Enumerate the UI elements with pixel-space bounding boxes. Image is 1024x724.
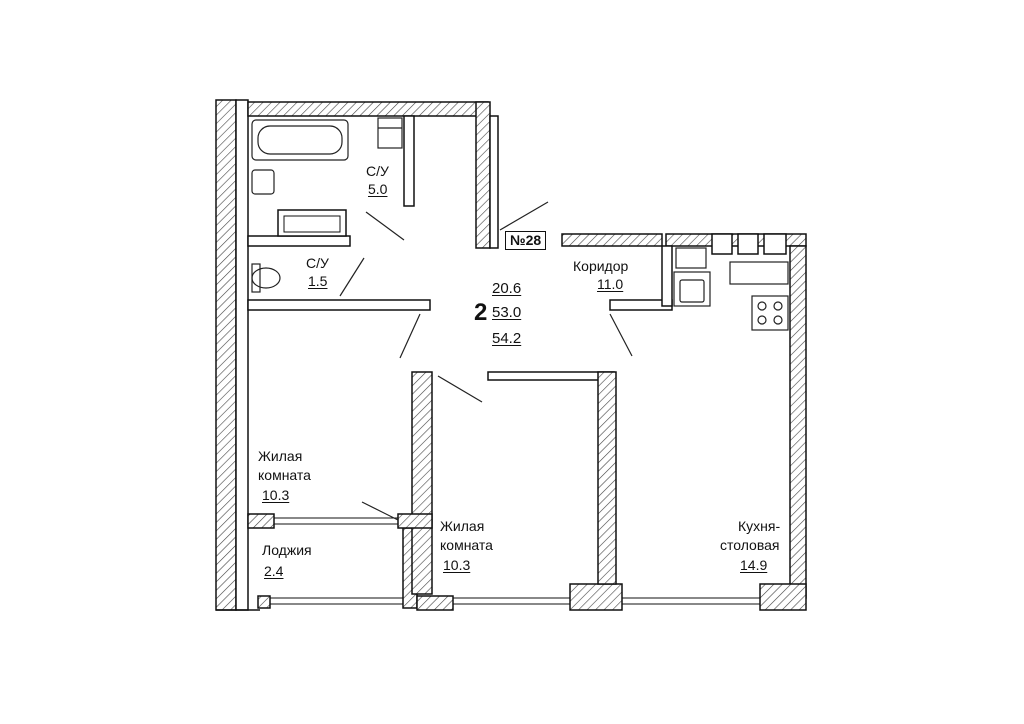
corridor-name: Коридор: [573, 258, 629, 274]
rooms-count: 2: [474, 299, 488, 326]
area-total: 53.0: [492, 304, 522, 321]
apartment-number-label: №28: [505, 231, 547, 250]
living-left-name-2: комната: [258, 467, 311, 483]
corridor-area: 11.0: [597, 276, 624, 292]
living-middle-area: 10.3: [443, 557, 471, 573]
bathroom-large-name: С/У: [366, 163, 389, 179]
bathroom-small-area: 1.5: [308, 273, 328, 289]
washer-icon: [377, 117, 403, 149]
loggia-name: Лоджия: [262, 542, 312, 558]
kitchen-sink-icon: [673, 271, 711, 307]
bathroom-small-name: С/У: [306, 255, 329, 271]
living-middle-name-2: комната: [440, 537, 493, 553]
bathtub-icon: [251, 119, 349, 161]
doors: [339, 201, 633, 521]
living-left-name-1: Жилая: [258, 448, 303, 464]
counter-icon: [729, 261, 789, 285]
exterior-walls: [215, 99, 807, 611]
area-living: 20.6: [492, 280, 522, 297]
kitchen-name-2: столовая: [720, 537, 780, 553]
fixtures: [251, 117, 789, 331]
interior-walls: [247, 115, 787, 595]
toilet-icon: [251, 267, 281, 289]
stove-icon: [751, 295, 789, 331]
area-with-loggia: 54.2: [492, 330, 522, 347]
sink-icon: [251, 169, 275, 195]
bathroom-large-area: 5.0: [368, 181, 388, 197]
living-left-area: 10.3: [262, 487, 290, 503]
loggia-area: 2.4: [264, 563, 284, 579]
kitchen-area: 14.9: [740, 557, 768, 573]
kitchen-name-1: Кухня-: [738, 518, 781, 534]
living-middle-name-1: Жилая: [440, 518, 485, 534]
